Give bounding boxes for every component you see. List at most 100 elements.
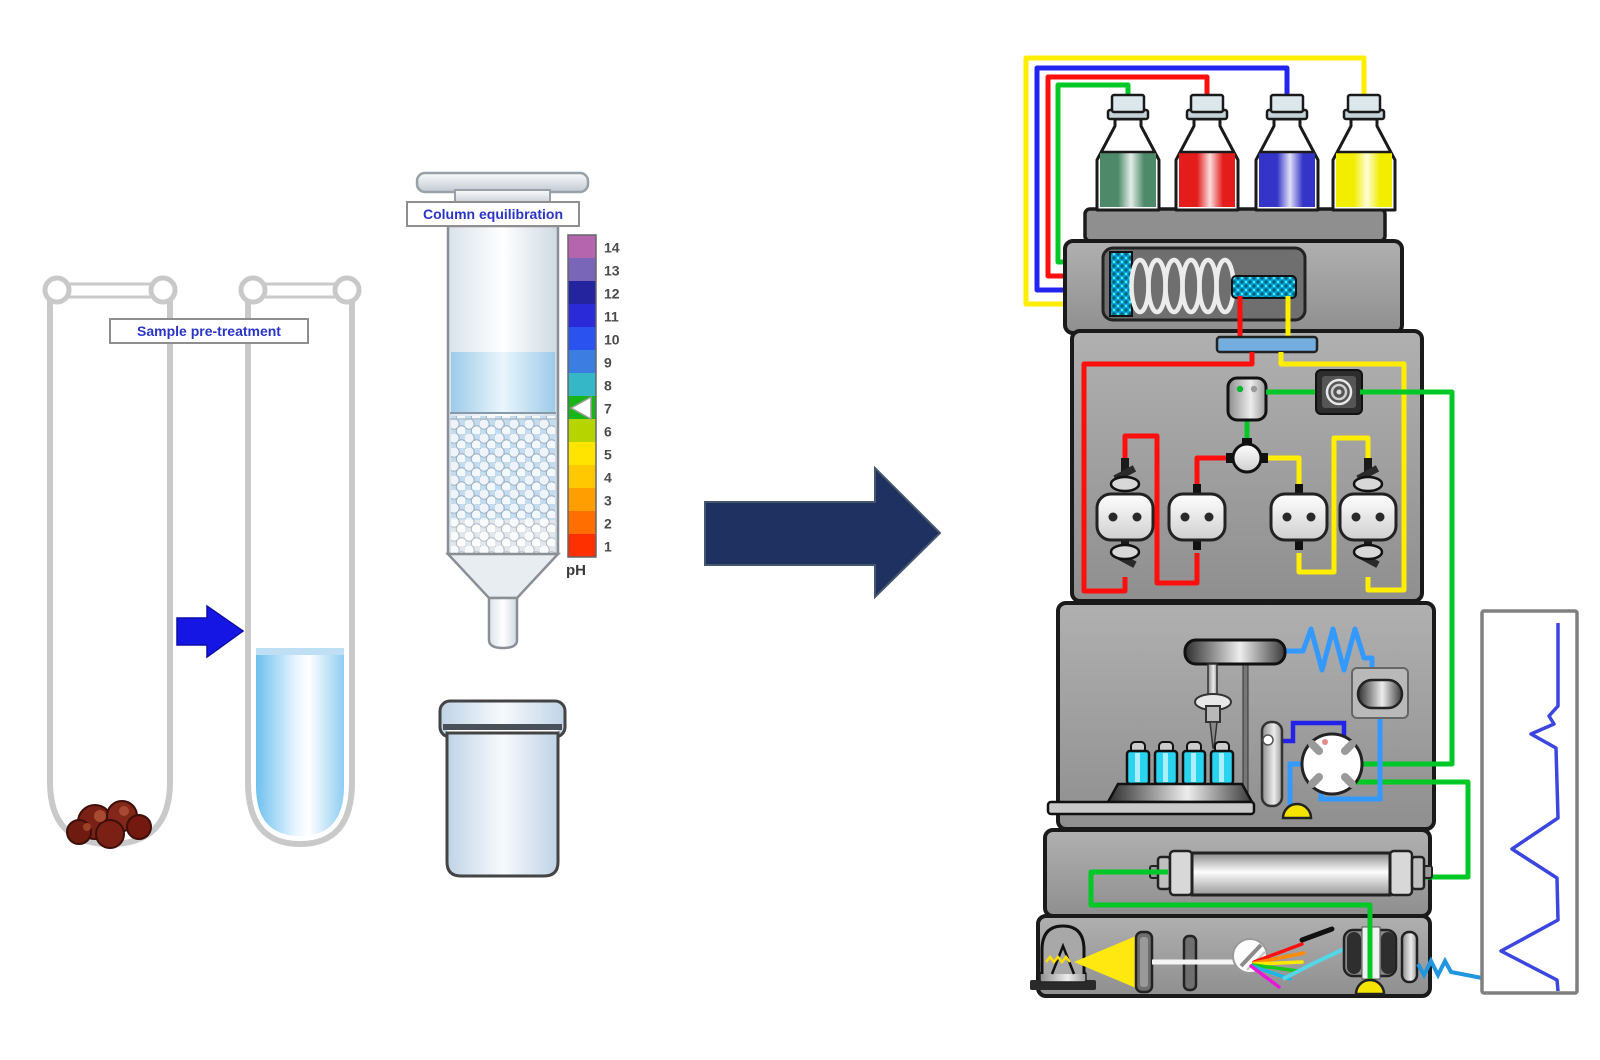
ph-color-bands bbox=[568, 235, 596, 557]
ph-tick-9: 9 bbox=[604, 355, 612, 371]
ph-tick-3: 3 bbox=[604, 493, 612, 509]
tube-rim-icon bbox=[148, 275, 178, 305]
mixing-tee bbox=[1226, 438, 1268, 474]
bottle-cap bbox=[1269, 93, 1305, 114]
waste-marker-icon bbox=[1281, 802, 1313, 820]
needle-shaft bbox=[1207, 663, 1218, 699]
workflow-arrow-icon bbox=[704, 465, 942, 600]
ph-tick-10: 10 bbox=[604, 332, 620, 348]
solvent-bottles bbox=[1095, 93, 1397, 212]
spe-column bbox=[415, 171, 590, 650]
sampler-arm bbox=[1183, 638, 1287, 666]
tube-green bbox=[1088, 869, 1373, 991]
ph-tick-12: 12 bbox=[604, 286, 620, 302]
solvent-bottle-red bbox=[1174, 93, 1240, 212]
mobile-phase-lines bbox=[1349, 389, 1471, 880]
tube-rim-icon bbox=[238, 275, 268, 305]
ph-tick-7: 7 bbox=[604, 401, 612, 417]
autosampler bbox=[1046, 626, 1409, 820]
transfer-arrow-icon bbox=[176, 604, 245, 659]
waste-tube bbox=[1287, 761, 1303, 808]
tube-red bbox=[1194, 455, 1233, 491]
static-mixer bbox=[1315, 369, 1363, 415]
solvent-bottle-green bbox=[1095, 93, 1161, 212]
ph-band-1 bbox=[568, 534, 596, 557]
ph-axis-label: pH bbox=[566, 562, 586, 579]
solvent-bottle-blue bbox=[1254, 93, 1320, 212]
ph-band-3 bbox=[568, 488, 596, 511]
ph-tick-14: 14 bbox=[604, 240, 620, 256]
tube-yellow bbox=[1023, 55, 1367, 307]
pretreatment-label: Sample pre-treatment bbox=[109, 318, 309, 344]
ph-tick-11: 11 bbox=[604, 309, 619, 325]
tube-yellow bbox=[1296, 435, 1371, 575]
pump-head-3 bbox=[1269, 484, 1329, 550]
syringe-tube bbox=[1274, 720, 1347, 744]
pump-head-4 bbox=[1338, 458, 1398, 568]
test-tube-dissolved bbox=[238, 275, 362, 848]
tube-rim-icon bbox=[42, 275, 72, 305]
separation-column bbox=[1149, 849, 1433, 897]
pretreatment-label-text: Sample pre-treatment bbox=[137, 323, 281, 339]
ph-tick-1: 1 bbox=[604, 539, 612, 555]
lamp-icon bbox=[1030, 924, 1096, 990]
ph-marker-icon bbox=[569, 395, 592, 421]
ph-tick-5: 5 bbox=[604, 447, 612, 463]
check-valve-icon bbox=[1109, 475, 1141, 493]
sample-coil-tube bbox=[1285, 626, 1375, 678]
ph-tick-8: 8 bbox=[604, 378, 612, 394]
ph-band-4 bbox=[568, 465, 596, 488]
tube-red bbox=[1122, 433, 1200, 586]
ph-band-11 bbox=[568, 304, 596, 327]
check-valve-icon bbox=[1352, 543, 1384, 561]
ph-band-10 bbox=[568, 327, 596, 350]
signal-wire bbox=[1416, 956, 1483, 980]
arm-guide-rod bbox=[1242, 662, 1249, 806]
ph-band-14 bbox=[568, 235, 596, 258]
ph-band-12 bbox=[568, 281, 596, 304]
wavelength-selector bbox=[1299, 926, 1335, 943]
sample-pellet bbox=[66, 800, 152, 849]
sample-vials bbox=[1125, 741, 1235, 786]
tube-yellow bbox=[1278, 352, 1407, 593]
ph-band-5 bbox=[568, 442, 596, 465]
resin-bed-dry bbox=[451, 520, 555, 553]
solvent-tray bbox=[1083, 207, 1387, 243]
chromatogram-trace bbox=[1499, 623, 1560, 992]
sample-loop-capsule bbox=[1356, 678, 1404, 710]
ph-band-6 bbox=[568, 419, 596, 442]
pump-head-1 bbox=[1095, 458, 1155, 568]
ph-tick-2: 2 bbox=[604, 516, 612, 532]
pulse-damper bbox=[1226, 376, 1268, 422]
tube-green bbox=[1349, 779, 1471, 880]
equilibration-label: Column equilibration bbox=[406, 201, 580, 227]
graduation-ticks bbox=[302, 385, 352, 812]
column-funnel bbox=[445, 552, 561, 600]
test-tube-empty bbox=[42, 275, 178, 849]
pump-plumbing bbox=[1081, 352, 1407, 594]
ph-band-8 bbox=[568, 373, 596, 396]
tube-yellow bbox=[1261, 455, 1302, 491]
bottle-cap bbox=[1346, 93, 1382, 114]
column-body bbox=[1190, 851, 1392, 897]
chromatogram-panel bbox=[1480, 609, 1579, 995]
dispersed-spectrum-icon bbox=[1249, 942, 1306, 989]
ph-tick-13: 13 bbox=[604, 263, 620, 279]
column-tip bbox=[487, 596, 519, 650]
degasser-outlet-manifold bbox=[1231, 275, 1297, 299]
light-cone bbox=[1074, 936, 1136, 988]
pump-head-2 bbox=[1167, 484, 1227, 550]
ph-band-2 bbox=[568, 511, 596, 534]
tube-blue bbox=[1034, 65, 1290, 293]
filament-icon bbox=[1045, 954, 1071, 965]
equilibration-label-text: Column equilibration bbox=[423, 206, 563, 222]
equilibration-buffer bbox=[451, 352, 555, 414]
solvent-bottle-yellow bbox=[1331, 93, 1397, 212]
ph-tick-4: 4 bbox=[604, 470, 612, 486]
check-valve-icon bbox=[1352, 475, 1384, 493]
collection-vial bbox=[438, 699, 567, 878]
waste-marker-icon bbox=[1354, 978, 1386, 996]
degasser-inlet-manifold bbox=[1109, 251, 1133, 317]
